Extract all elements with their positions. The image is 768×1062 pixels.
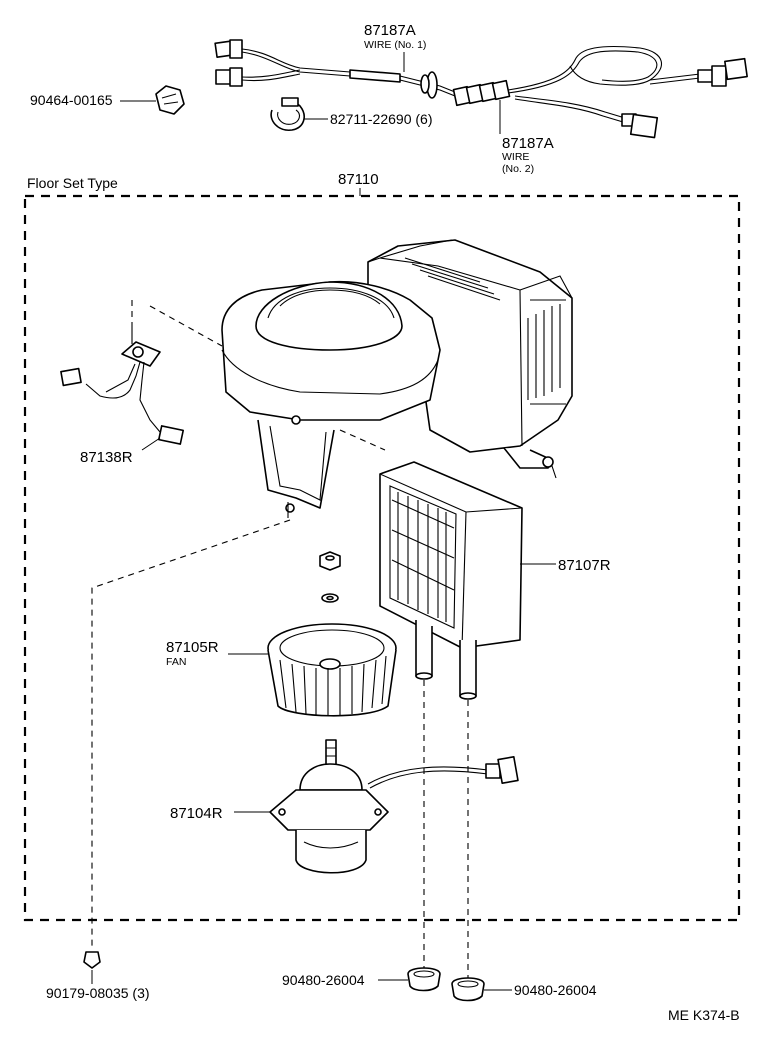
grommet-left-number: 90480-26004 [282, 972, 365, 988]
floor-set-frame [23, 194, 741, 922]
resistor-number: 87138R [80, 449, 133, 466]
wire-no1-desc: WIRE (No. 1) [364, 39, 426, 51]
assembly-number: 87110 [338, 171, 379, 188]
wire-harness-drawing [155, 39, 748, 139]
fasteners-drawing [83, 951, 485, 1002]
blower-housing-drawing [149, 239, 573, 518]
wire-no1-number: 87187A [364, 22, 416, 39]
footer-code: ME K374-B [668, 1007, 740, 1023]
grommet-top-number: 90464-00165 [30, 92, 113, 108]
heater-core-number: 87107R [558, 557, 611, 574]
wire-no2-desc1: WIRE [502, 151, 529, 163]
clamp-number: 82711-22690 (6) [330, 111, 432, 127]
wire-no2-desc2: (No. 2) [502, 163, 534, 175]
motor-drawing [269, 739, 519, 874]
wire-no2-number: 87187A [502, 135, 554, 152]
fan-drawing [267, 623, 397, 717]
fan-desc: FAN [166, 656, 186, 668]
frame-title: Floor Set Type [27, 175, 118, 191]
heater-core-drawing [379, 461, 523, 978]
resistor-drawing [60, 300, 185, 445]
motor-number: 87104R [170, 805, 223, 822]
grommet-right-number: 90480-26004 [514, 982, 597, 998]
nuts-drawing [319, 551, 341, 603]
bolt-number: 90179-08035 (3) [46, 985, 150, 1001]
fan-number: 87105R [166, 639, 219, 656]
